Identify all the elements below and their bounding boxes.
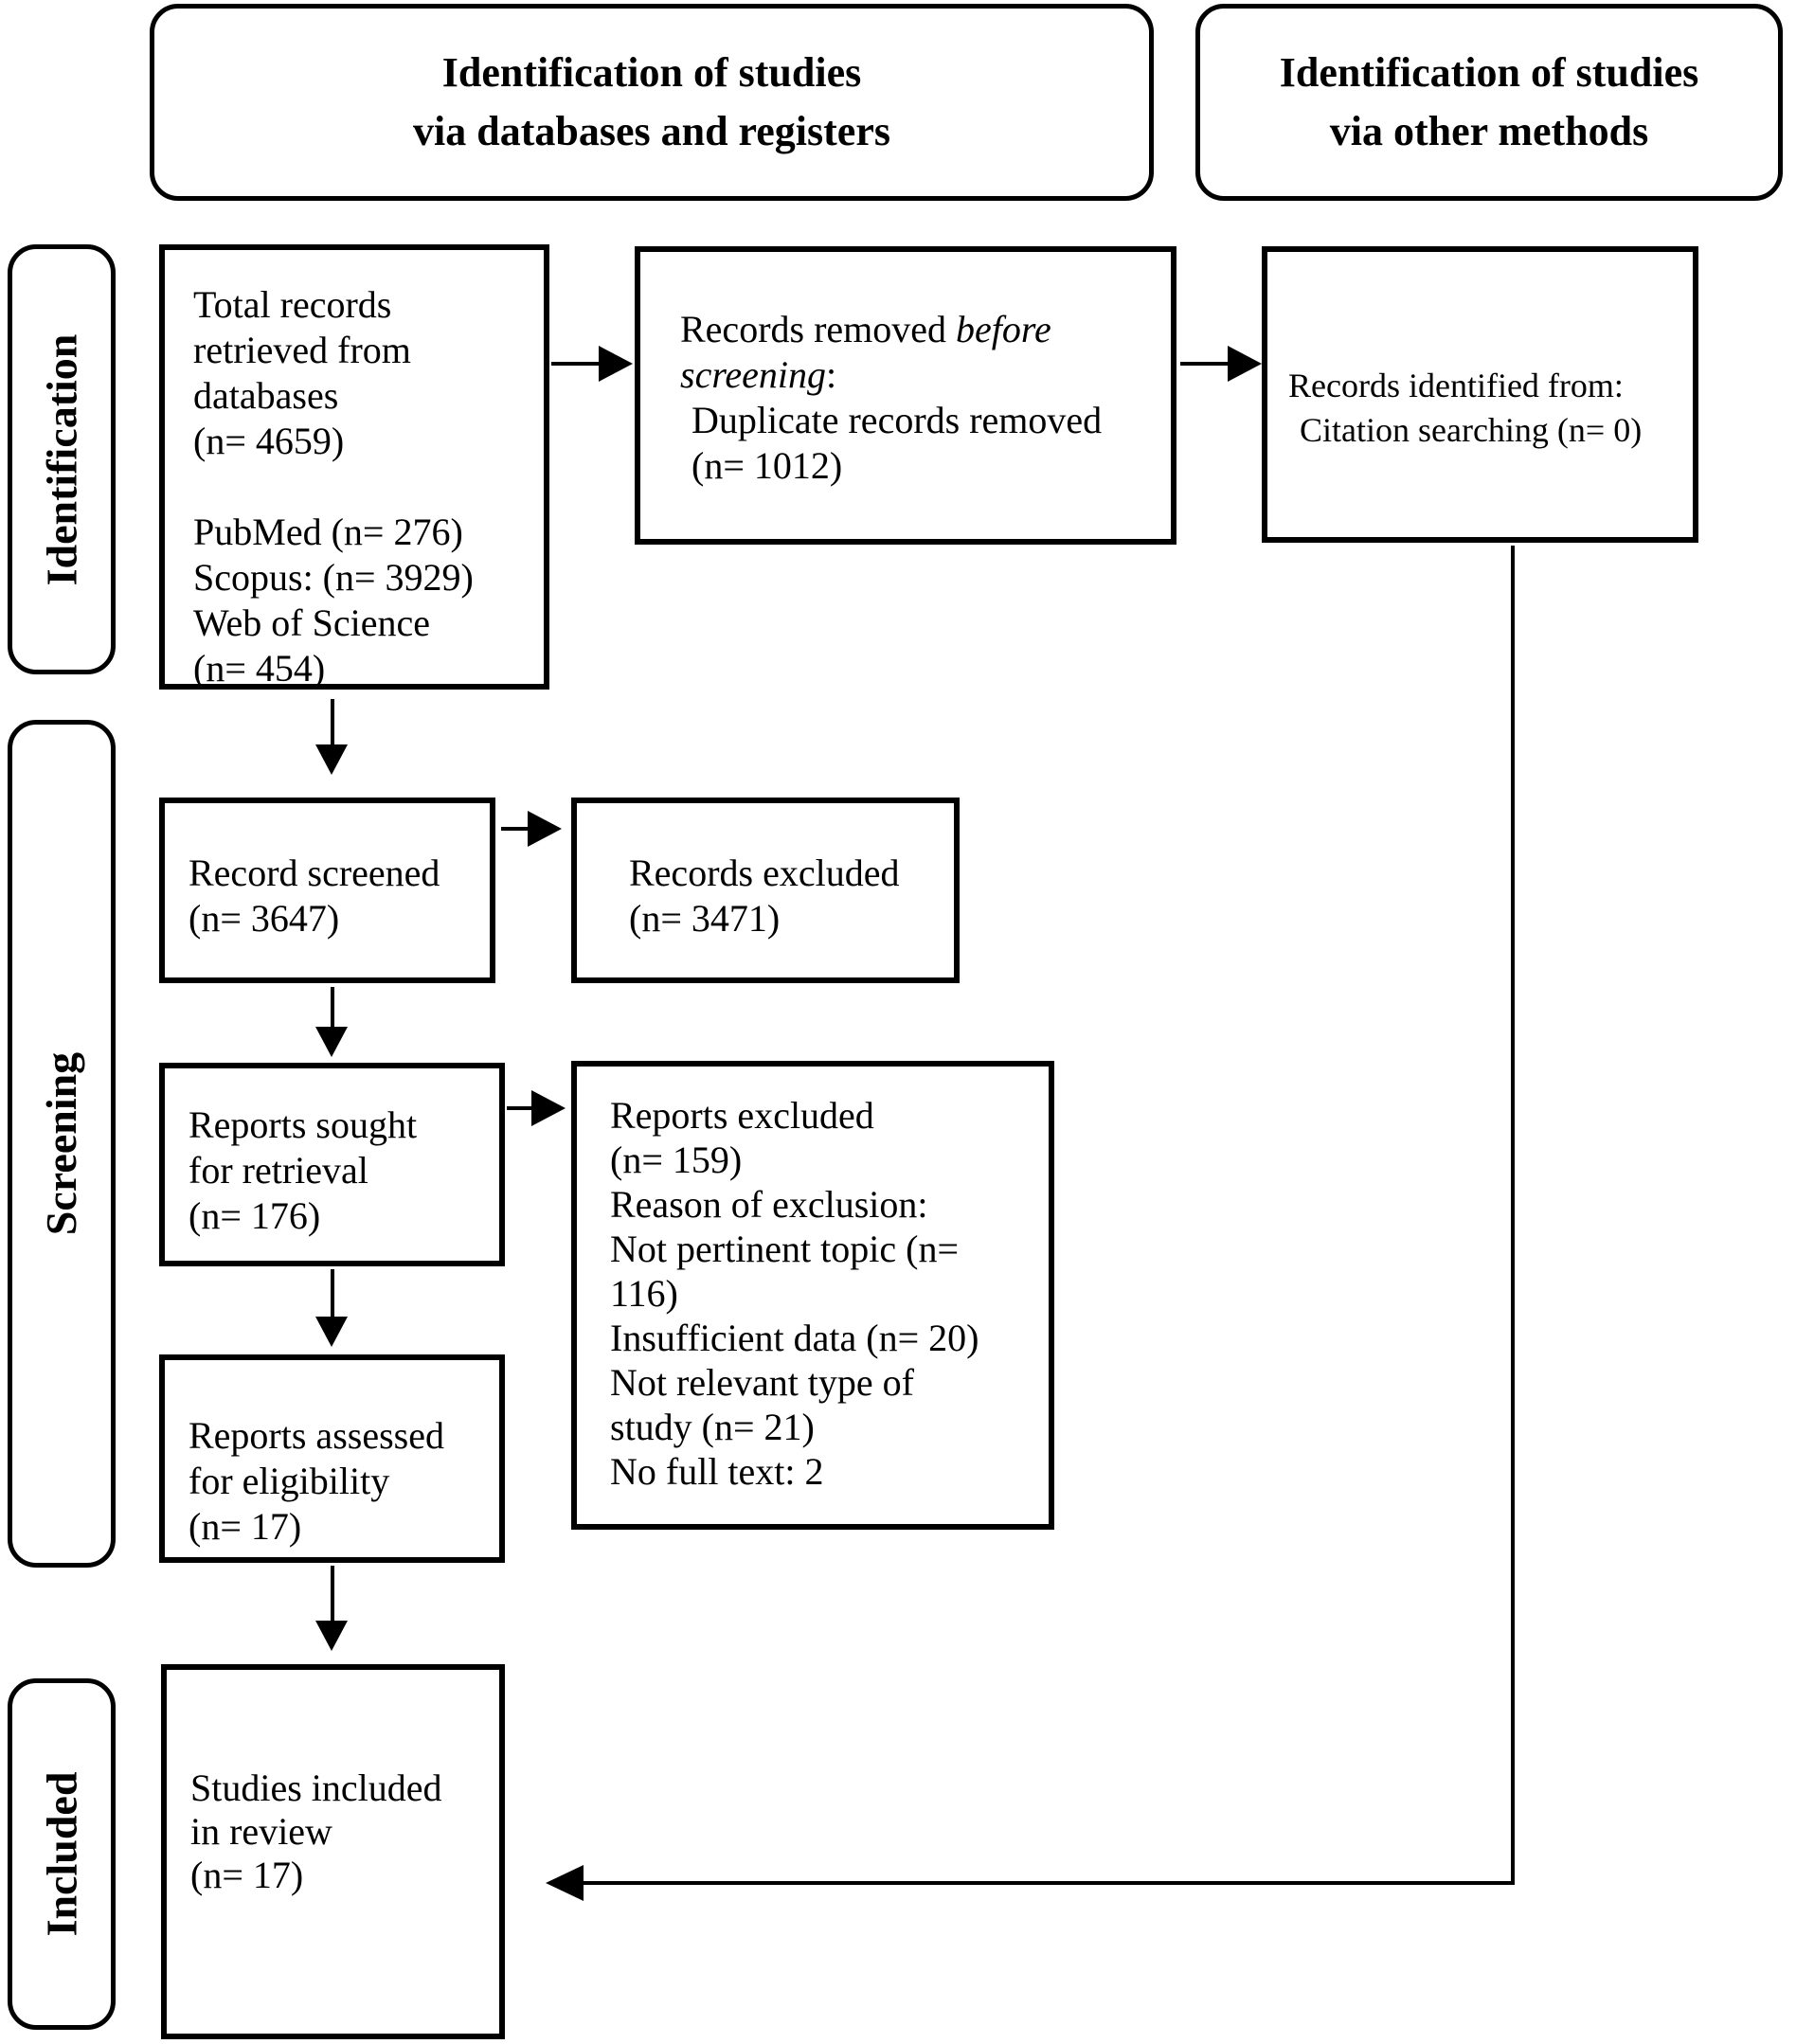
flow-box-studies-included: Studies included in review (n= 17): [161, 1664, 505, 2039]
header-line: via other methods: [1329, 108, 1649, 154]
header-line: Identification of studies: [441, 49, 862, 96]
header-databases-registers-text: Identification of studies via databases …: [413, 44, 890, 161]
box-text-line: Reports excluded: [610, 1094, 874, 1137]
flow-box-reports-excluded: Reports excluded (n= 159) Reason of excl…: [571, 1061, 1054, 1530]
box-text-line: Not relevant type of: [610, 1361, 914, 1404]
arrowhead-down-icon: [315, 744, 348, 775]
box-text-line: (n= 3647): [189, 897, 340, 940]
flow-box-records-removed: Records removed before screening: Duplic…: [635, 246, 1176, 545]
arrowhead-right-icon: [531, 1090, 566, 1126]
box-text-line: Citation searching (n= 0): [1300, 411, 1643, 449]
box-text-line: PubMed (n= 276): [193, 511, 463, 553]
box-text-line: Records identified from:: [1288, 367, 1624, 404]
box-text-line: (n= 17): [189, 1505, 302, 1548]
box-text-line: (n= 4659): [193, 420, 345, 462]
flow-box-records-identified: Records identified from: Citation search…: [1262, 246, 1698, 543]
box-text-line: (n= 176): [189, 1194, 321, 1237]
blank-line: [193, 464, 536, 510]
box-text-line: Reports assessed: [189, 1414, 444, 1457]
box-text-line: Web of Science: [193, 601, 430, 644]
box-text-line: Records excluded: [629, 852, 900, 894]
box-text-line: Studies included: [190, 1766, 442, 1809]
box-text-line: study (n= 21): [610, 1406, 815, 1448]
arrowhead-right-icon: [599, 346, 633, 382]
arrowhead-right-icon: [528, 811, 562, 847]
header-line: Identification of studies: [1279, 49, 1699, 96]
box-text-line: Scopus: (n= 3929): [193, 556, 474, 599]
box-text-line: databases: [193, 374, 339, 417]
header-other-methods-text: Identification of studies via other meth…: [1280, 44, 1698, 161]
stage-identification: Identification: [8, 244, 116, 674]
header-databases-registers: Identification of studies via databases …: [150, 4, 1154, 201]
box-text-line: Records removed before: [680, 308, 1051, 350]
box-text-line: Duplicate records removed: [691, 399, 1103, 441]
box-text-line: for eligibility: [189, 1460, 390, 1502]
box-text-line: 116): [610, 1272, 678, 1315]
flow-box-records-screened: Record screened (n= 3647): [159, 798, 495, 983]
stage-identification-label: Identification: [37, 333, 86, 585]
box-text-line: Insufficient data (n= 20): [610, 1317, 979, 1359]
box-text-line: Record screened: [189, 852, 440, 894]
header-other-methods: Identification of studies via other meth…: [1195, 4, 1783, 201]
box-text-line: No full text: 2: [610, 1450, 824, 1493]
arrowhead-down-icon: [315, 1027, 348, 1057]
box-text-line: Total records: [193, 283, 392, 326]
box-text-line: (n= 454): [193, 647, 326, 690]
arrowhead-down-icon: [315, 1621, 348, 1651]
box-text-line: (n= 1012): [691, 444, 843, 487]
header-line: via databases and registers: [413, 108, 890, 154]
flow-box-reports-sought: Reports sought for retrieval (n= 176): [159, 1063, 505, 1266]
box-text-line: Reason of exclusion:: [610, 1183, 928, 1226]
arrowhead-down-icon: [315, 1317, 348, 1347]
flow-box-reports-assessed: Reports assessed for eligibility (n= 17): [159, 1354, 505, 1563]
arrowhead-right-icon: [1228, 346, 1262, 382]
stage-included-label: Included: [37, 1771, 86, 1937]
box-text-line: in review: [190, 1810, 332, 1853]
stage-screening-label: Screening: [37, 1051, 86, 1236]
box-text-line: Not pertinent topic (n=: [610, 1228, 960, 1270]
box-text-line: for retrieval: [189, 1149, 368, 1192]
box-text-line: (n= 17): [190, 1854, 304, 1896]
box-text-line: screening:: [680, 353, 837, 396]
stage-screening: Screening: [8, 720, 116, 1568]
arrowhead-left-icon: [546, 1865, 584, 1901]
box-text-line: (n= 3471): [629, 897, 781, 940]
box-text-line: Reports sought: [189, 1103, 418, 1146]
flow-box-records-excluded: Records excluded (n= 3471): [571, 798, 960, 983]
flow-box-total-records: Total records retrieved from databases (…: [159, 244, 549, 690]
stage-included: Included: [8, 1678, 116, 2030]
box-text-line: (n= 159): [610, 1139, 743, 1181]
box-text-line: retrieved from: [193, 329, 411, 371]
